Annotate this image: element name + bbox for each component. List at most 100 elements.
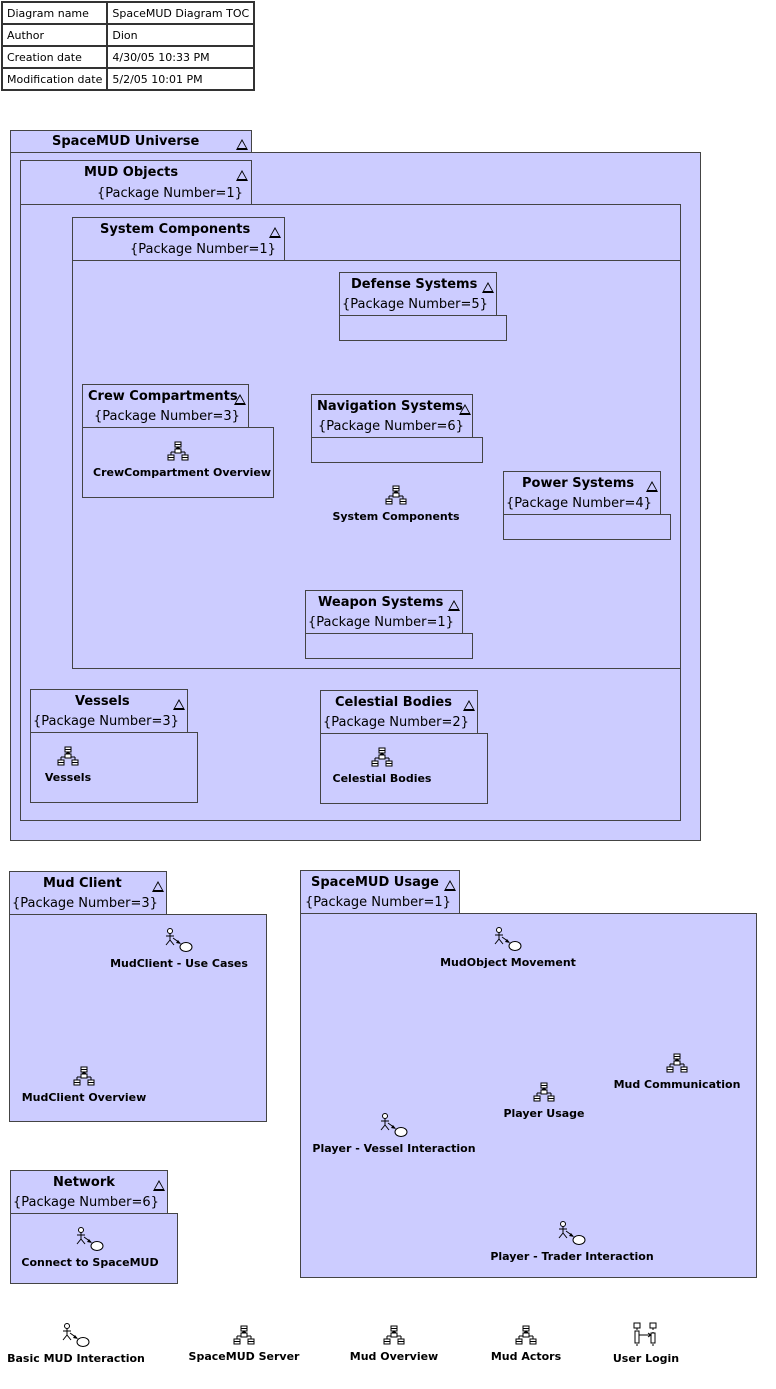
package-body[interactable] — [30, 732, 198, 803]
package-tab[interactable]: Defense Systems {Package Number=5} — [339, 272, 497, 316]
sequence-diagram-icon — [633, 1322, 657, 1348]
package-number: {Package Number=5} — [342, 297, 488, 312]
use-case-diagram-icon — [494, 927, 522, 951]
diagram-link-label: Basic MUD Interaction — [7, 1352, 145, 1365]
diagram-link-mud-actors[interactable]: Mud Actors — [481, 1325, 571, 1363]
class-diagram-icon — [371, 747, 393, 767]
package-body[interactable] — [320, 733, 488, 804]
info-key: Author — [0, 23, 109, 47]
package-triangle-icon — [269, 227, 281, 238]
package-body[interactable] — [305, 633, 473, 659]
package-triangle-icon — [448, 600, 460, 611]
package-name: Defense Systems — [351, 277, 478, 292]
diagram-link-label: Connect to SpaceMUD — [21, 1256, 159, 1269]
package-name: Crew Compartments — [88, 389, 238, 404]
diagram-link-system-components[interactable]: System Components — [316, 485, 476, 523]
package-name: Mud Client — [43, 876, 122, 891]
package-number: {Package Number=1} — [305, 895, 451, 910]
package-body[interactable] — [503, 514, 671, 540]
diagram-link-label: User Login — [612, 1352, 680, 1365]
package-number: {Package Number=1} — [97, 186, 243, 201]
diagram-link-label: MudClient Overview — [21, 1091, 147, 1104]
package-tab[interactable]: Celestial Bodies {Package Number=2} — [320, 690, 478, 734]
diagram-link-label: Mud Communication — [613, 1078, 741, 1091]
class-diagram-icon — [533, 1082, 555, 1102]
package-body[interactable] — [339, 315, 507, 341]
package-tab[interactable]: Crew Compartments {Package Number=3} — [82, 384, 249, 428]
info-key: Modification date — [0, 67, 109, 91]
class-diagram-icon — [57, 746, 79, 766]
package-name: Celestial Bodies — [335, 695, 452, 710]
package-tab[interactable]: Network {Package Number=6} — [10, 1170, 168, 1214]
package-triangle-icon — [463, 700, 475, 711]
package-tab[interactable]: Mud Client {Package Number=3} — [9, 871, 167, 915]
package-triangle-icon — [236, 139, 248, 150]
package-triangle-icon — [646, 481, 658, 492]
diagram-link-label: System Components — [332, 510, 460, 523]
diagram-link-crewcompartment-overview[interactable]: CrewCompartment Overview — [93, 441, 271, 479]
package-body[interactable] — [9, 914, 267, 1122]
class-diagram-icon — [167, 441, 189, 461]
package-triangle-icon — [152, 881, 164, 892]
package-triangle-icon — [234, 394, 246, 405]
package-body[interactable] — [311, 437, 483, 463]
diagram-link-player-vessel-interaction[interactable]: Player - Vessel Interaction — [304, 1113, 484, 1155]
package-number: {Package Number=1} — [308, 615, 454, 630]
diagram-link-label: Mud Overview — [349, 1350, 439, 1363]
diagram-link-mud-overview[interactable]: Mud Overview — [344, 1325, 444, 1363]
class-diagram-icon — [233, 1325, 255, 1345]
package-tab[interactable]: SpaceMUD Universe — [10, 130, 252, 153]
diagram-link-label: Celestial Bodies — [332, 772, 432, 785]
diagram-link-label: Vessels — [44, 771, 92, 784]
diagram-info-table: Diagram name SpaceMUD Diagram TOC Author… — [0, 1, 256, 91]
package-tab[interactable]: System Components {Package Number=1} — [72, 217, 285, 261]
class-diagram-icon — [385, 485, 407, 505]
package-tab[interactable]: Navigation Systems {Package Number=6} — [311, 394, 473, 438]
diagram-link-label: MudClient - Use Cases — [110, 957, 248, 970]
diagram-link-mudobject-movement[interactable]: MudObject Movement — [438, 927, 578, 969]
use-case-diagram-icon — [165, 928, 193, 952]
package-number: {Package Number=3} — [33, 714, 179, 729]
package-number: {Package Number=6} — [13, 1195, 159, 1210]
diagram-link-mudclient-overview[interactable]: MudClient Overview — [19, 1066, 149, 1104]
package-number: {Package Number=1} — [130, 242, 276, 257]
package-name: Power Systems — [522, 476, 635, 491]
info-key: Creation date — [0, 45, 109, 69]
diagram-link-celestial-bodies[interactable]: Celestial Bodies — [322, 747, 442, 785]
info-value: 4/30/05 10:33 PM — [106, 45, 256, 69]
diagram-link-label: Player - Vessel Interaction — [312, 1142, 476, 1155]
package-tab[interactable]: Power Systems {Package Number=4} — [503, 471, 661, 515]
diagram-link-basic-mud-interaction[interactable]: Basic MUD Interaction — [6, 1323, 146, 1365]
info-row: Creation date 4/30/05 10:33 PM — [0, 45, 256, 69]
package-triangle-icon — [459, 404, 471, 415]
package-body[interactable] — [82, 427, 274, 498]
package-tab[interactable]: Vessels {Package Number=3} — [30, 689, 188, 733]
diagram-link-user-login[interactable]: User Login — [606, 1321, 686, 1365]
use-case-diagram-icon — [62, 1323, 90, 1347]
diagram-link-mud-communication[interactable]: Mud Communication — [612, 1053, 742, 1091]
diagram-link-connect-to-spacemud[interactable]: Connect to SpaceMUD — [20, 1227, 160, 1269]
diagram-link-label: SpaceMUD Server — [188, 1350, 300, 1363]
diagram-link-label: Player - Trader Interaction — [490, 1250, 654, 1263]
package-body[interactable] — [300, 913, 757, 1278]
package-name: SpaceMUD Universe — [52, 134, 200, 149]
package-number: {Package Number=2} — [323, 715, 469, 730]
info-value: 5/2/05 10:01 PM — [106, 67, 256, 91]
diagram-link-vessels[interactable]: Vessels — [28, 746, 108, 784]
diagram-link-player-trader-interaction[interactable]: Player - Trader Interaction — [484, 1221, 660, 1263]
package-name: System Components — [100, 222, 251, 237]
package-tab[interactable]: Weapon Systems {Package Number=1} — [305, 590, 463, 634]
package-tab[interactable]: MUD Objects {Package Number=1} — [20, 160, 252, 205]
package-number: {Package Number=3} — [94, 409, 240, 424]
class-diagram-icon — [515, 1325, 537, 1345]
diagram-link-spacemud-server[interactable]: SpaceMUD Server — [184, 1325, 304, 1363]
diagram-link-player-usage[interactable]: Player Usage — [494, 1082, 594, 1120]
class-diagram-icon — [383, 1325, 405, 1345]
diagram-link-label: MudObject Movement — [440, 956, 576, 969]
package-triangle-icon — [236, 170, 248, 181]
package-name: SpaceMUD Usage — [311, 875, 439, 890]
package-tab[interactable]: SpaceMUD Usage {Package Number=1} — [300, 870, 460, 914]
package-number: {Package Number=6} — [318, 419, 464, 434]
diagram-link-mudclient-use-cases[interactable]: MudClient - Use Cases — [108, 928, 250, 970]
package-triangle-icon — [173, 699, 185, 710]
